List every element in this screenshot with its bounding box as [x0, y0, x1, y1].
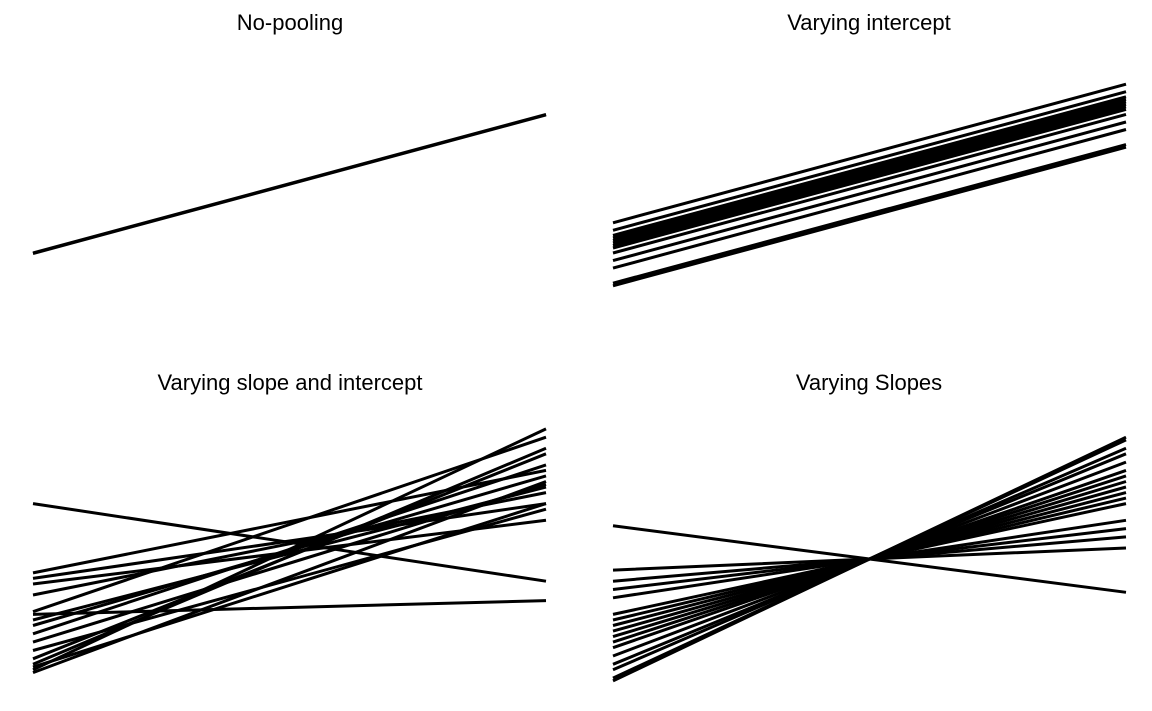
series-line-2: [32, 113, 547, 255]
series-line-15: [32, 427, 547, 672]
panel-varying-intercept: Varying intercept: [612, 10, 1127, 288]
panel-title: Varying slope and intercept: [158, 370, 423, 395]
series-line-17: [32, 480, 547, 675]
series-line-11: [612, 128, 1127, 270]
series-line-6: [612, 102, 1127, 245]
series-line-13: [612, 145, 1127, 288]
series-line-6: [32, 435, 547, 614]
series-line-2: [32, 502, 547, 580]
series-line-1: [612, 82, 1127, 225]
panel-title: Varying Slopes: [796, 370, 942, 395]
plot-area: [612, 435, 1127, 683]
plot-area: [32, 112, 547, 255]
plot-area: [32, 427, 547, 675]
panel-varying-slopes: Varying Slopes: [612, 370, 1127, 683]
series-line-9: [612, 112, 1127, 255]
series-line-10: [612, 120, 1127, 263]
series-line-4: [612, 97, 1127, 240]
series-line-2: [612, 90, 1127, 232]
panel-title: No-pooling: [237, 10, 343, 35]
series-line-3: [612, 95, 1127, 237]
panel-no-pooling: No-pooling: [32, 10, 547, 255]
panel-title: Varying intercept: [787, 10, 950, 35]
plot-area: [612, 82, 1127, 288]
series-line-12: [612, 143, 1127, 285]
series-line-5: [612, 100, 1127, 242]
series-line-17: [612, 435, 1127, 683]
panel-varying-slope-and-intercept: Varying slope and intercept: [32, 370, 547, 675]
series-line-8: [612, 107, 1127, 250]
series-line-11: [32, 482, 547, 644]
series-line-7: [32, 599, 547, 616]
series-line-7: [612, 105, 1127, 247]
